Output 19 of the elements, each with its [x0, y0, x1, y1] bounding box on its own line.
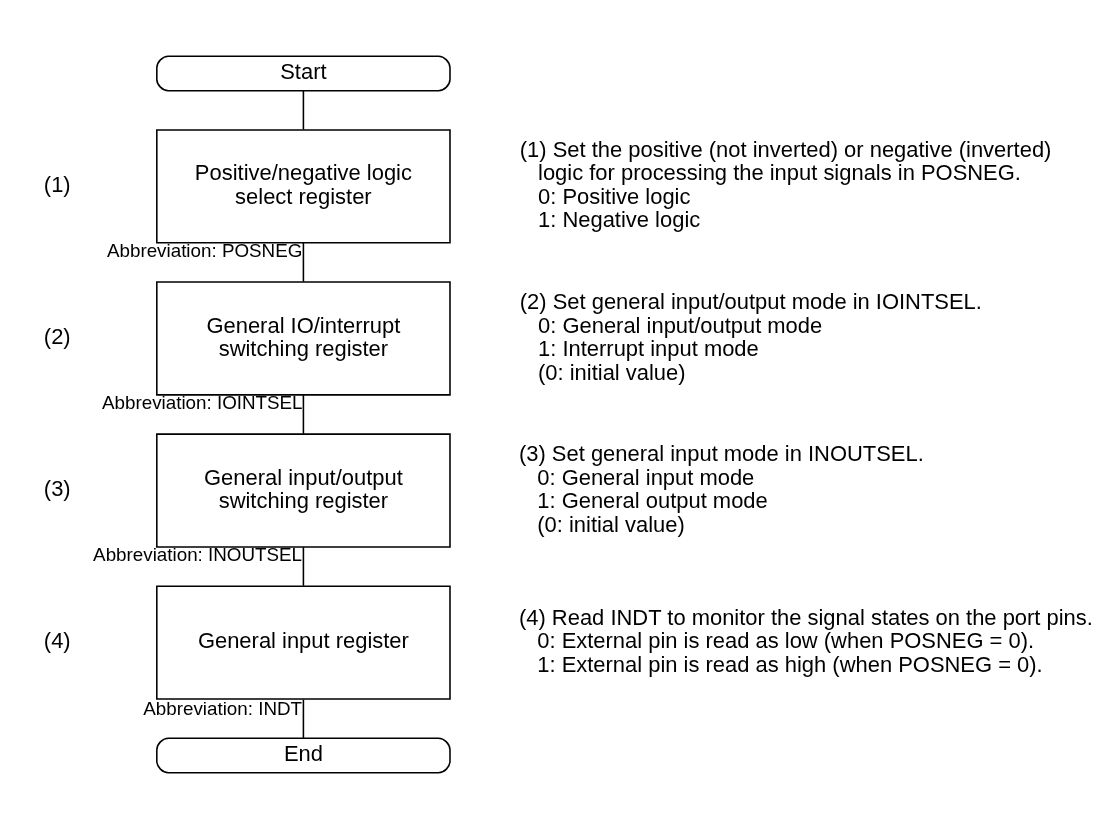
node-box: General input/output switching register: [156, 432, 451, 548]
node-box: General input register: [156, 584, 451, 700]
connector: [302, 89, 305, 130]
connector: [302, 393, 305, 434]
node-box: Start: [156, 55, 451, 92]
node-box: General IO/interrupt switching register: [156, 280, 451, 396]
node-label: (4): [43, 627, 71, 653]
node-label: (3): [43, 475, 71, 501]
node-label: (2) Set general input/output mode in IOINTSEL.: [519, 288, 982, 314]
node-label: (1): [43, 171, 71, 197]
node-box: End: [156, 736, 451, 773]
edge-label: Abbreviation: INDT: [143, 697, 303, 719]
node-label: (3) Set general input mode in INOUTSEL.: [518, 440, 924, 466]
node-label: (2): [43, 323, 71, 349]
connector: [302, 241, 305, 282]
node-box: Positive/negative logic select register: [156, 128, 451, 244]
connector: [302, 698, 305, 739]
node-label: (1) Set the positive (not inverted) or negative (inverted) logic for processing the input signals in POSNEG.: [519, 136, 1052, 185]
connector: [302, 545, 305, 586]
